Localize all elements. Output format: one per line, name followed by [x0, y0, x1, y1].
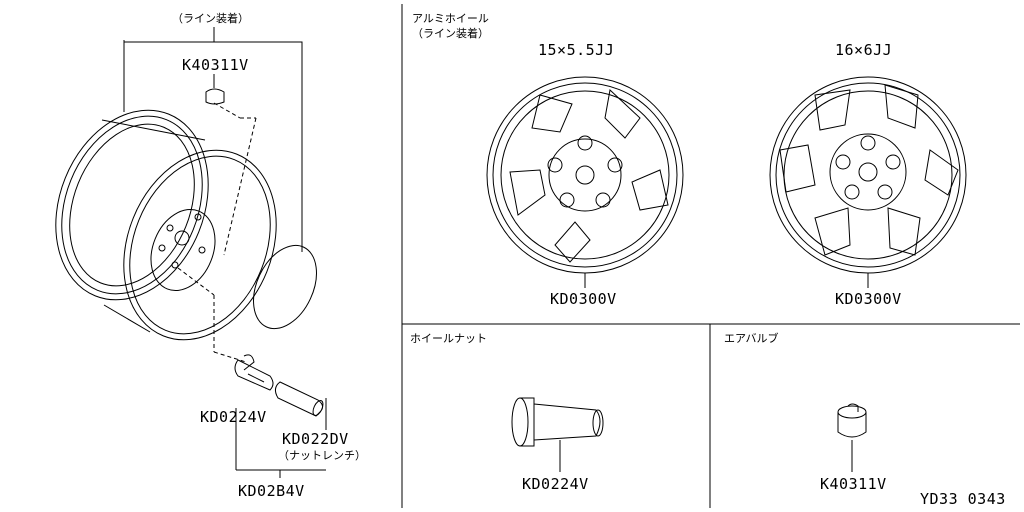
aluminum-wheel-title: アルミホイール	[412, 12, 489, 25]
wheel-nut-title: ホイールナット	[410, 332, 487, 345]
wheel-15-size: 15×5.5JJ	[538, 41, 615, 59]
wheel-15-part: KD0300V	[550, 290, 617, 308]
wheel-16-size: 16×6JJ	[835, 41, 893, 59]
nut-wrench-note: （ナットレンチ）	[278, 449, 366, 462]
wheel-nut-part-number: KD0224V	[522, 475, 589, 493]
air-valve-part	[837, 403, 867, 472]
diagram-code: YD33 0343	[920, 490, 1006, 508]
air-valve-part-number: K40311V	[820, 475, 887, 493]
nut-wrench-part-label: KD022DV	[282, 430, 349, 448]
alloy-wheel-15	[486, 76, 684, 288]
air-valve-left	[205, 88, 257, 256]
air-valve-title: エアバルブ	[724, 332, 779, 345]
line-fitting-note: （ライン装着）	[172, 12, 249, 25]
wheel-set-part-label: KD02B4V	[238, 482, 305, 500]
wheel-16-part: KD0300V	[835, 290, 902, 308]
alloy-wheel-16	[769, 76, 967, 288]
leader-lines-left	[123, 27, 327, 478]
center-cap	[253, 244, 317, 330]
panel-dividers	[401, 4, 1020, 508]
wheel-nut-part	[511, 397, 604, 472]
wheel-nut-left	[177, 267, 274, 391]
wheel-nut-part-label: KD0224V	[200, 408, 267, 426]
air-valve-part-label: K40311V	[182, 56, 249, 74]
aluminum-wheel-note: （ライン装着）	[412, 27, 489, 40]
nut-wrench	[274, 381, 324, 417]
spare-wheel-rim	[55, 109, 277, 341]
